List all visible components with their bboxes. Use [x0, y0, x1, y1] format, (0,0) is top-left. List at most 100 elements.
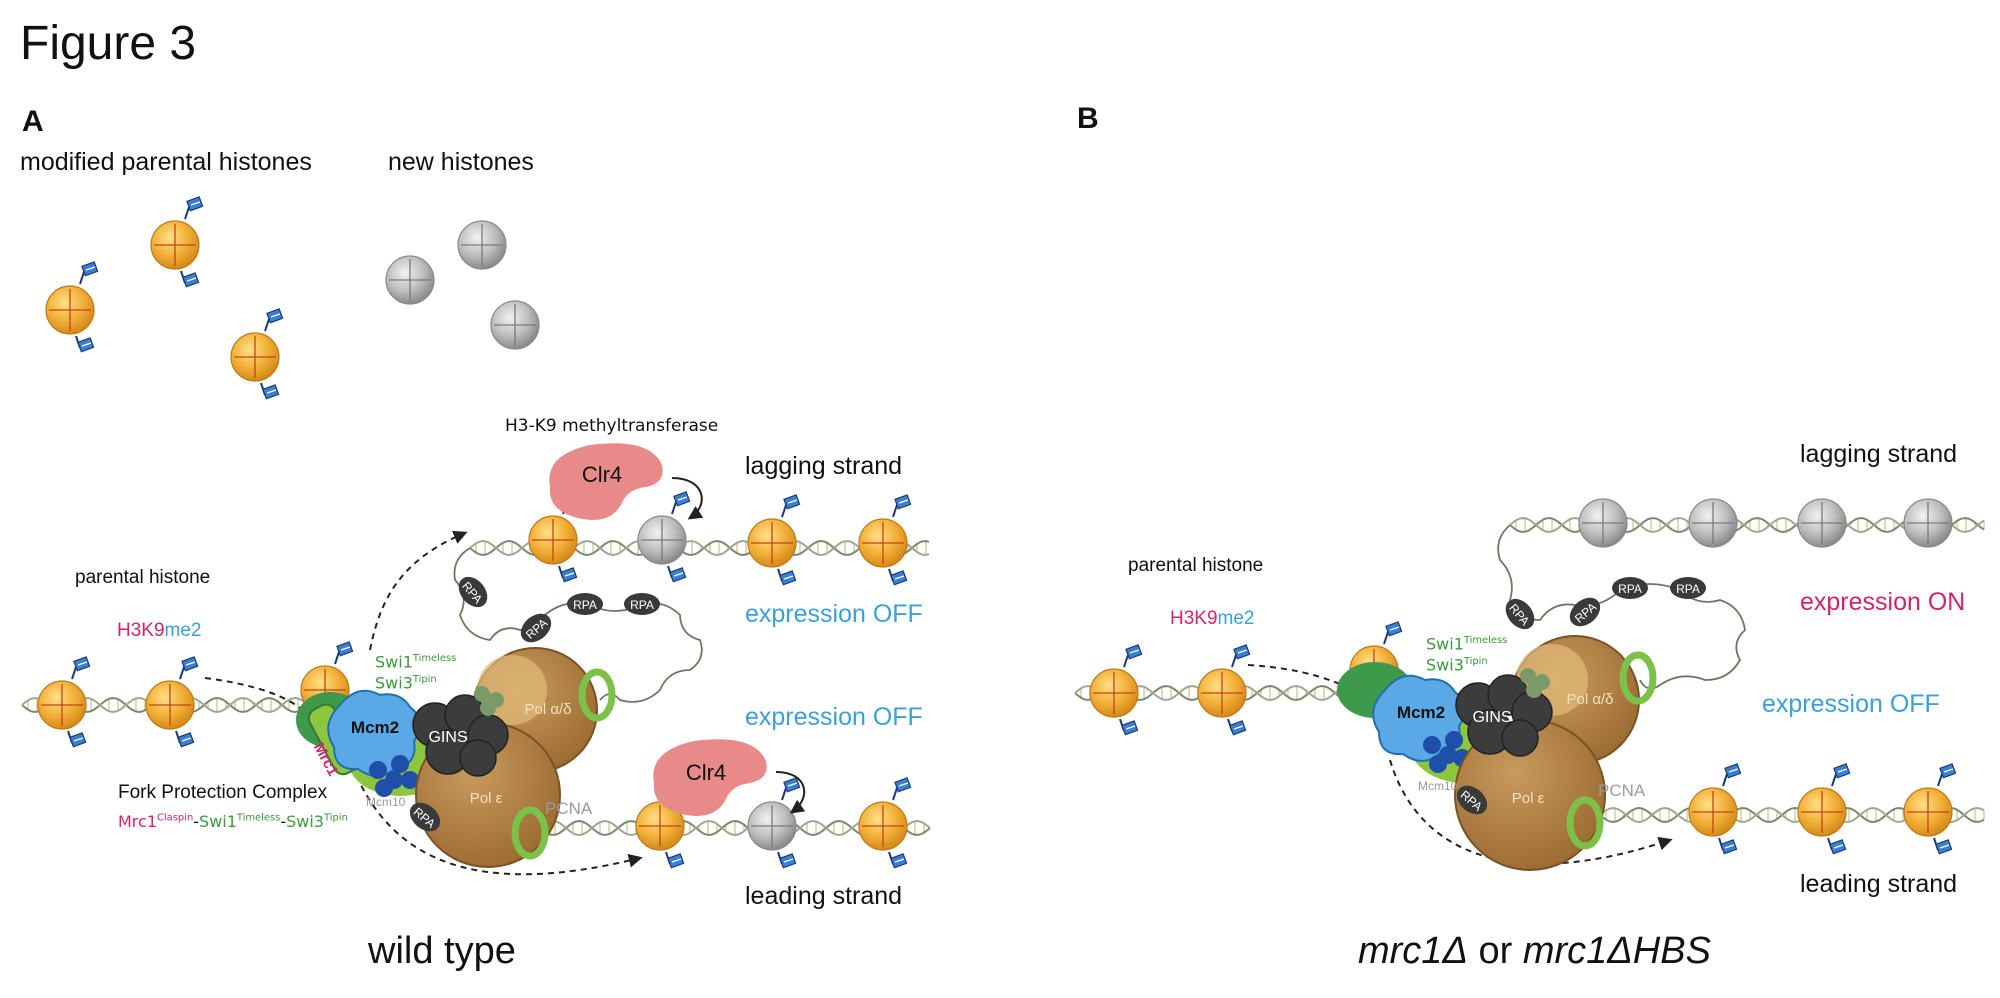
gins-label: GINS — [428, 729, 467, 746]
rpa-label: RPA — [1676, 582, 1700, 596]
cdc45-dots-icon — [474, 686, 504, 716]
single-strand-dna-icon — [453, 547, 703, 703]
rpa-proteins — [1456, 577, 1706, 815]
fpc-dash: - — [193, 812, 200, 831]
leading-strand-label: leading strand — [1800, 870, 1958, 898]
swi1-text: Swi1 — [1426, 634, 1464, 654]
dashed-arrow-icon — [344, 744, 643, 876]
mcm10-dots-icon — [369, 755, 419, 797]
pol-epsilon-label: Pol ε — [1512, 790, 1545, 807]
new-histone-icon — [385, 255, 435, 305]
parental-histone-icon — [1688, 763, 1742, 855]
swi3-text: Swi3 — [1426, 655, 1464, 675]
caption-mrc1: mrc1Δ — [1358, 930, 1468, 972]
pcna-label: PCNA — [545, 799, 593, 818]
legend-modified-histones: modified parental histones — [20, 148, 312, 176]
new-histone-icon — [457, 220, 507, 270]
fpc-claspin: Claspin — [157, 812, 194, 824]
fpc-swi3: Swi3 — [286, 812, 324, 831]
clr4-label: Clr4 — [582, 462, 622, 487]
new-histone-icon — [490, 300, 540, 350]
parental-histone-icon — [230, 308, 284, 400]
mcm2-label: Mcm2 — [1397, 703, 1445, 722]
expression-status-top: expression OFF — [745, 600, 923, 628]
pol-alpha-delta-label: Pol α/δ — [524, 701, 571, 718]
parental-histone-icon — [1903, 763, 1957, 855]
parental-histone-icon — [747, 494, 801, 586]
pcna-ring-icon — [578, 668, 616, 722]
mcm10-label: Mcm10 — [366, 795, 406, 809]
caption-wild-type: wild type — [368, 930, 516, 972]
swi-labels-a: Swi1Timeless Swi3Tipin — [375, 650, 456, 693]
caption-mutant: mrc1Δ or mrc1ΔHBS — [1358, 930, 1711, 973]
pol-alpha-delta-label: Pol α/δ — [1566, 691, 1613, 708]
methylation-arrow-icon — [671, 477, 704, 520]
pcna-label: PCNA — [1598, 781, 1646, 800]
new-histone-icon — [637, 491, 691, 583]
parental-histone-icon — [1089, 644, 1143, 736]
tipin-text: Tipin — [412, 674, 437, 686]
fpc-tipin: Tipin — [323, 812, 348, 824]
replisome-b: RPA RPA RPA RPA RPA Mcm2 GINS Pol α/δ Po… — [1247, 577, 1706, 871]
new-histone-icon — [1578, 498, 1628, 548]
figure-title: Figure 3 — [20, 17, 197, 70]
rpa-label: RPA — [1618, 582, 1642, 596]
lagging-strand-label: lagging strand — [745, 452, 903, 480]
expression-status-bottom: expression OFF — [1762, 690, 1940, 718]
rpa-proteins — [409, 576, 660, 832]
new-histone-icon — [1797, 498, 1847, 548]
legend-new-histones: new histones — [388, 148, 534, 176]
expression-status-top: expression ON — [1800, 588, 1966, 616]
histones — [37, 196, 1957, 869]
methyltransferase-label: H3-K9 methyltransferase — [505, 416, 719, 436]
timeless-text: Timeless — [1463, 635, 1508, 646]
parental-histone-icon — [45, 261, 99, 353]
mcm2-shape-icon — [327, 689, 421, 777]
parental-histone-icon — [1797, 763, 1851, 855]
panel-a-letter: A — [22, 105, 44, 138]
gins-complex-icon — [412, 694, 509, 777]
cdc45-dots-icon — [1520, 668, 1550, 698]
new-histone-icon — [1688, 498, 1738, 548]
lagging-strand-label: lagging strand — [1800, 440, 1958, 468]
expression-status-bottom: expression OFF — [745, 703, 923, 731]
me2-text: me2 — [164, 620, 202, 641]
parental-histone-icon — [145, 656, 199, 748]
pol-epsilon-label: Pol ε — [470, 790, 503, 807]
h3k9-text: H3K9 — [1170, 608, 1218, 629]
new-histone-icon — [1903, 498, 1953, 548]
caption-or: or — [1467, 930, 1523, 972]
caption-hbs: mrc1ΔHBS — [1522, 930, 1711, 972]
dashed-arrow-icon — [204, 677, 311, 721]
parental-histone-label: parental histone — [1128, 555, 1264, 576]
pcna-ring-icon — [1566, 796, 1604, 850]
parental-histone-label: parental histone — [75, 567, 211, 588]
parental-histone-icon — [37, 656, 91, 748]
h3k9-text: H3K9 — [117, 620, 165, 641]
pcna-ring-icon — [511, 806, 549, 860]
parental-histone-icon — [858, 777, 912, 869]
fpc-timeless: Timeless — [236, 812, 281, 824]
fpc-composition: Mrc1Claspin-Swi1Timeless-Swi3Tipin — [118, 812, 348, 831]
swi-labels-b: Swi1Timeless Swi3Tipin — [1426, 632, 1507, 675]
mcm2-label: Mcm2 — [351, 718, 399, 737]
swi1-text: Swi1 — [375, 652, 413, 672]
fpc-mrc1: Mrc1 — [118, 812, 158, 831]
panel-b-letter: B — [1077, 102, 1099, 135]
parental-histone-icon — [1197, 644, 1251, 736]
gins-label: GINS — [1472, 709, 1511, 726]
h3k9me2-label: H3K9me2 — [117, 620, 202, 642]
rpa-label: RPA — [630, 598, 654, 612]
new-histone-icon — [747, 777, 801, 869]
rpa-label: RPA — [573, 598, 597, 612]
leading-strand-label: leading strand — [745, 882, 903, 910]
methylation-arrow-icon — [775, 771, 806, 814]
dashed-arrow-icon — [369, 530, 468, 651]
clr4-label: Clr4 — [686, 760, 726, 785]
replisome-a: RPA RPA RPA RPA RPA Mcm2 Mrc1 GINS Pol α… — [204, 443, 806, 876]
pcna-ring-icon — [1619, 651, 1657, 705]
fpc-dash: - — [280, 812, 287, 831]
parental-histone-icon — [858, 494, 912, 586]
clr4-shape-icon — [653, 739, 767, 816]
